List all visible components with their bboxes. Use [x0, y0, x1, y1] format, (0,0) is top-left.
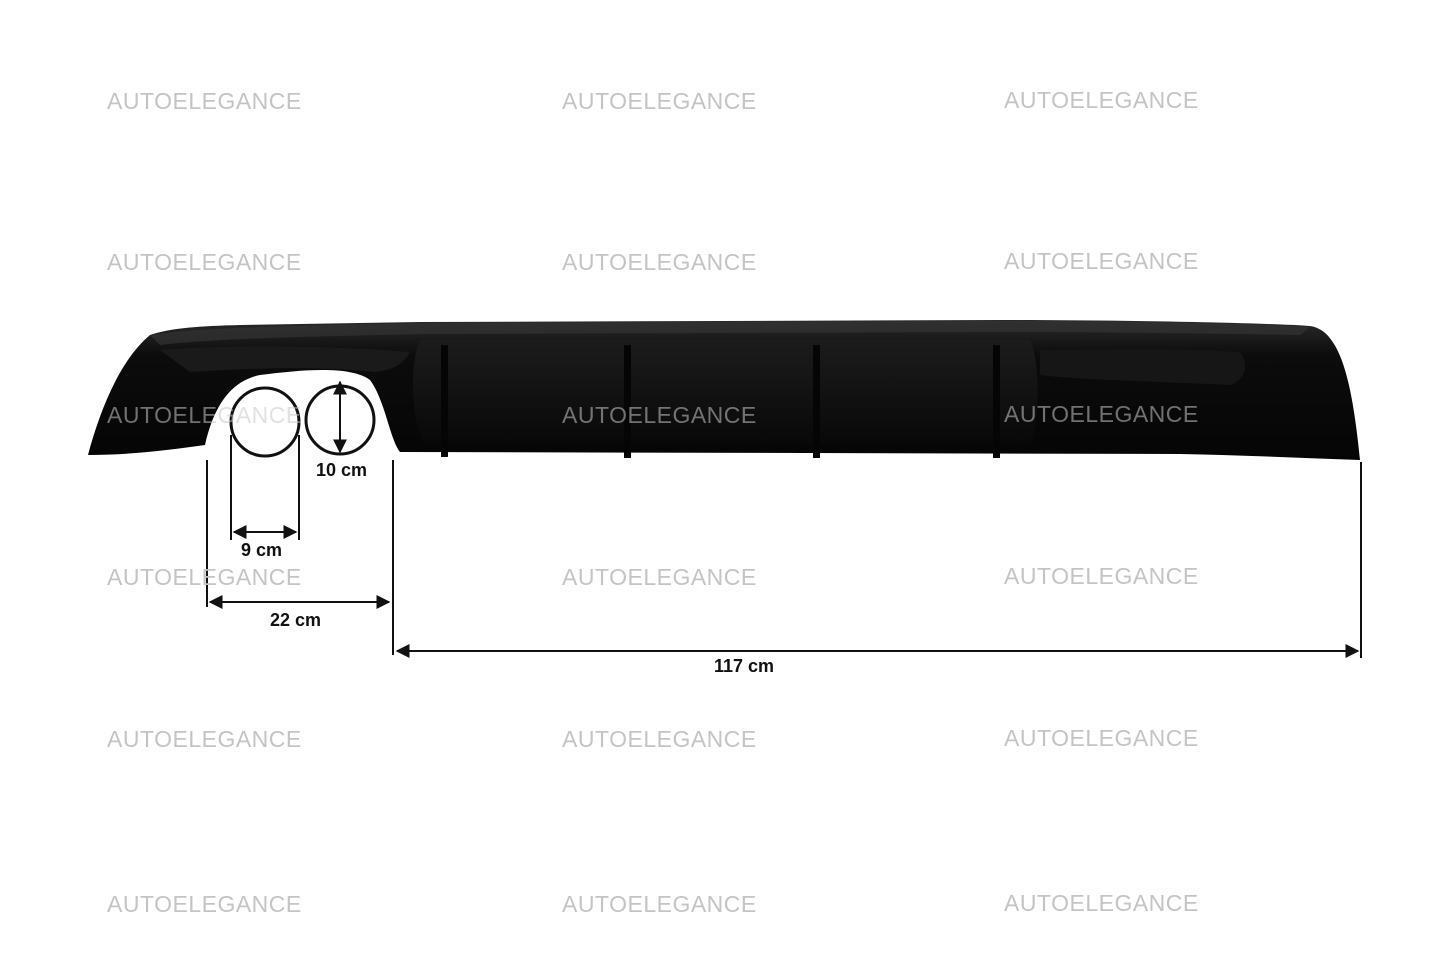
diffuser-highlight — [150, 321, 1310, 345]
right-outlet-recess — [1040, 349, 1246, 385]
fin — [441, 345, 448, 457]
tip-height-label: 10 cm — [316, 460, 367, 480]
tip-width-label: 9 cm — [241, 540, 282, 560]
left-outlet-recess — [160, 346, 410, 372]
rear-diffuser-image — [88, 320, 1360, 460]
fin — [624, 345, 631, 458]
section-width-label: 22 cm — [270, 610, 321, 630]
exhaust-tip-left-circle — [229, 386, 301, 458]
fin — [993, 345, 1000, 458]
diffuser-channel — [413, 340, 1038, 445]
overall-width-label: 117 cm — [714, 656, 774, 676]
fin — [813, 345, 820, 458]
